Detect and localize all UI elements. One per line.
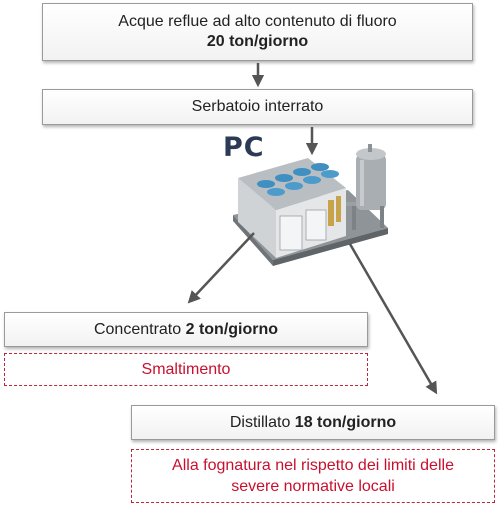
sewer-note-box: Alla fognatura nel rispetto dei limiti d… [131, 449, 495, 503]
evaporator-machine-illustration [233, 144, 388, 266]
disposal-label: Smaltimento [141, 361, 231, 378]
arrow-to-concentrate [187, 232, 255, 304]
sewer-note-line2: severe normative locali [231, 478, 395, 495]
pc-machine-label: PC [223, 132, 265, 163]
wastewater-amount: 20 ton/giorno [206, 33, 309, 50]
concentrate-box: Concentrato 2 ton/giorno [4, 312, 368, 347]
disposal-box: Smaltimento [4, 353, 368, 386]
distillate-amount: 18 ton/giorno [294, 413, 397, 431]
wastewater-label: Acque reflue ad alto contenuto di fluoro [118, 13, 397, 30]
distillate-box: Distillato 18 ton/giorno [131, 405, 495, 440]
concentrate-text: Concentrato 2 ton/giorno [94, 320, 278, 340]
distillate-label: Distillato [229, 413, 291, 431]
underground-tank-box: Serbatoio interrato [42, 89, 473, 125]
concentrate-label: Concentrato [93, 320, 182, 338]
concentrate-amount: 2 ton/giorno [185, 320, 279, 338]
arrow-to-distillate [348, 243, 438, 395]
tank-label: Serbatoio interrato [191, 98, 324, 115]
sewer-note-line1: Alla fognatura nel rispetto dei limiti d… [172, 457, 454, 474]
distillate-text: Distillato 18 ton/giorno [230, 413, 396, 433]
wastewater-input-box: Acque reflue ad alto contenuto di fluoro… [42, 3, 473, 61]
